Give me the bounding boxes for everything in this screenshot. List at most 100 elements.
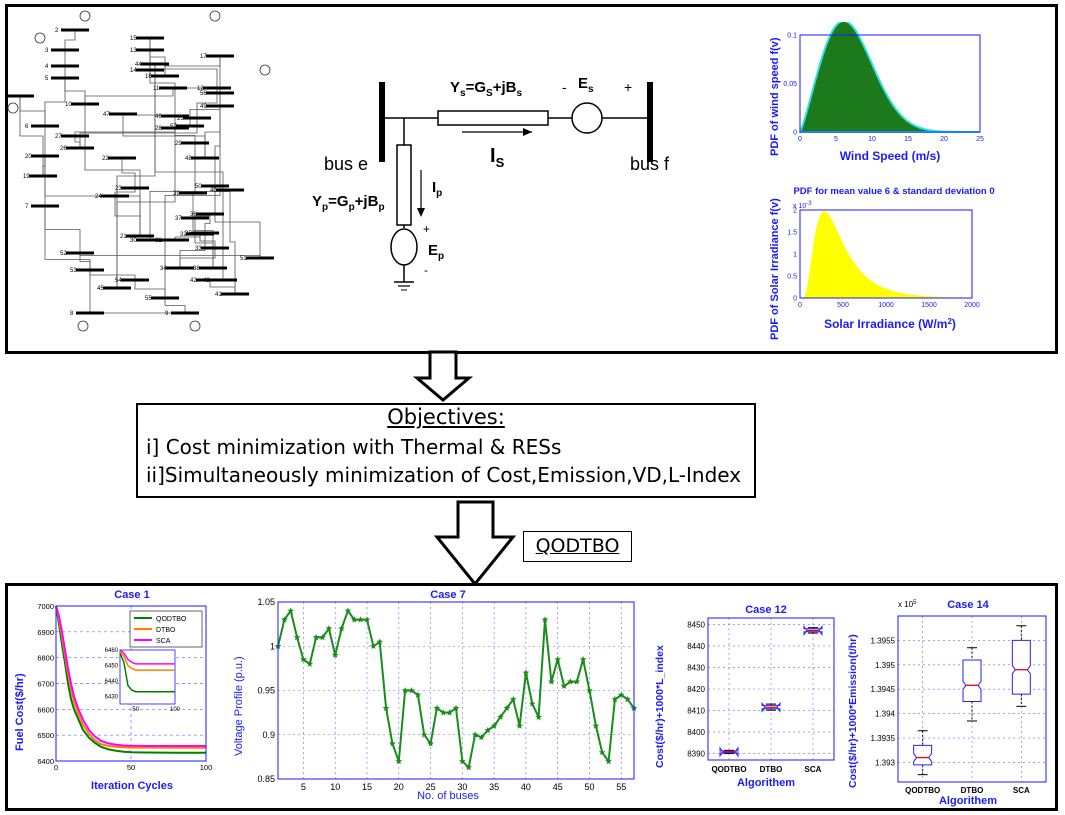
grid-bus-number: 56 [200, 91, 207, 97]
voltage-point [395, 757, 403, 765]
y-tick: 8440 [687, 642, 705, 651]
category-label: QODTBO [905, 786, 940, 795]
voltage-point [281, 616, 288, 623]
inset-y-tick: 6450 [105, 663, 119, 669]
voltage-point [414, 691, 422, 698]
axis-tick: 1 [793, 252, 797, 259]
box-dtbo [962, 659, 982, 702]
voltage-point [497, 713, 504, 720]
arrow-down-1 [412, 350, 474, 402]
voltage-point [560, 682, 568, 689]
x-tick: 0 [54, 763, 58, 772]
x-tick: 55 [616, 782, 626, 792]
axis-tick: 1500 [921, 302, 937, 309]
axis-tick: 0 [793, 130, 797, 137]
grid-bus-number: 42 [190, 278, 197, 284]
y-tick: 0.9 [262, 730, 275, 740]
voltage-point [605, 757, 612, 765]
grid-line [44, 206, 81, 253]
case-7-title: Case 7 [430, 589, 465, 601]
case-1-title: Case 1 [114, 589, 149, 601]
case-1-xlabel: Iteration Cycles [91, 780, 173, 792]
grid-bus-number: 53 [70, 268, 77, 274]
voltage-point [567, 678, 574, 685]
shunt-minus-sign: - [424, 263, 428, 277]
case-1-chart: Case 1 Fuel Cost($/hr) Iteration Cycles … [14, 589, 212, 792]
generator-icon [7, 102, 19, 114]
grid-bus-number: 40 [210, 188, 217, 194]
solar-pdf-ylabel: PDF of Solar Irradiance f(v) [769, 198, 781, 340]
case-1-inset-axes [119, 649, 176, 705]
y-tick: 1.393 [875, 758, 896, 767]
series-line-qodtbo [55, 605, 206, 754]
y-tick: 6400 [37, 757, 54, 766]
objectives-box: Objectives: i] Cost minimization with Th… [136, 403, 756, 498]
plus-sign: + [624, 79, 632, 95]
y-tick: 8390 [687, 750, 705, 759]
y-tick: 0.95 [257, 686, 275, 696]
x-tick: 35 [489, 782, 499, 792]
voltage-point [446, 709, 453, 716]
voltage-point [319, 633, 326, 641]
y-tick: 8450 [687, 620, 705, 629]
wind-pdf-xlabel: Wind Speed (m/s) [840, 149, 941, 163]
case-14-title: Case 14 [947, 599, 989, 611]
ieee-57-bus-diagram: 2345678910111213141516171819202122232425… [5, 10, 274, 332]
shunt-admittance-label: Yp=Gp+jBp [312, 193, 385, 213]
grid-line [64, 30, 76, 50]
case-1-ylabel: Fuel Cost($/hr) [14, 673, 26, 751]
voltage-point [433, 704, 441, 711]
inset-y-tick: 6460 [105, 648, 119, 654]
grid-bus-number: 18 [5, 94, 7, 100]
voltage-point [338, 625, 345, 632]
bus-f-label: bus f [630, 154, 670, 174]
shunt-plus-sign: + [423, 222, 430, 236]
voltage-point [509, 695, 517, 703]
solar-pdf-chart: PDF for mean value 6 & standard deviatio… [769, 186, 995, 340]
grid-bus-number: 24 [95, 194, 102, 200]
axis-tick: 0.05 [783, 81, 797, 88]
grid-bus-number: 4 [45, 64, 49, 70]
grid-bus-number: 44 [135, 62, 142, 68]
y-tick: 8430 [687, 663, 705, 672]
voltage-point [331, 651, 339, 658]
y-tick: 8410 [687, 707, 705, 716]
case-1-axes [55, 605, 207, 762]
x-tick: 25 [426, 782, 436, 792]
solar-pdf-title: PDF for mean value 6 & standard deviatio… [793, 186, 995, 197]
grid-bus-number: 49 [200, 104, 207, 110]
case-12-chart: Case 12 Cost($/hr)+1000*L_index Algorith… [654, 604, 835, 789]
generator-icon [189, 320, 201, 332]
y-tick: 1.3955 [871, 636, 896, 645]
voltage-point [401, 687, 409, 694]
grid-line [199, 234, 216, 248]
grid-bus-number: 39 [173, 191, 180, 197]
x-tick: 15 [362, 782, 372, 792]
generator-icon [34, 32, 46, 44]
grid-line [196, 88, 218, 118]
grid-bus-number: 54 [115, 278, 122, 284]
case-14-axes [897, 615, 1047, 783]
voltage-point [611, 695, 619, 703]
x-tick: 20 [394, 782, 404, 792]
grid-line [64, 78, 86, 104]
axis-tick: 500 [837, 302, 849, 309]
voltage-point [592, 722, 600, 729]
solar-pdf-area [800, 211, 972, 298]
axis-tick: 20 [940, 136, 948, 143]
x-tick: 45 [553, 782, 563, 792]
inset-y-tick: 6430 [105, 694, 119, 700]
grid-line [89, 270, 136, 280]
generator-icon [259, 64, 271, 76]
grid-bus-number: 30 [130, 238, 137, 244]
series-admittance-label: Ys=GS+jBs [450, 79, 522, 99]
category-label: SCA [805, 765, 822, 774]
category-label: DTBO [760, 765, 783, 774]
voltage-point [357, 616, 364, 623]
axis-tick: 0.1 [787, 33, 797, 40]
grid-bus-number: 38 [193, 266, 200, 272]
axis-tick: 0 [798, 302, 802, 309]
voltage-point [490, 722, 498, 729]
objectives-title: Objectives: [387, 405, 505, 429]
